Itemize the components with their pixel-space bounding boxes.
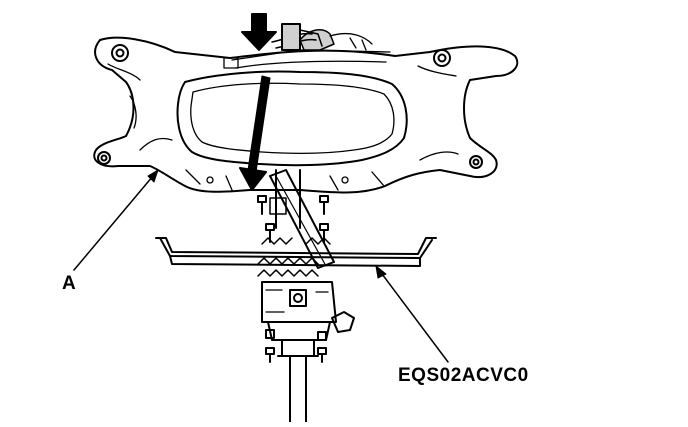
figure-code-label: EQS02ACVC0: [398, 365, 529, 386]
bolt-icon: [265, 347, 275, 363]
bolt-icon: [257, 195, 267, 215]
bolt-icon: [319, 223, 329, 243]
bolt-icon: [319, 195, 329, 215]
transmission-jack: [155, 169, 437, 423]
leader-line-code: [375, 265, 449, 363]
wiring-harness: [271, 23, 323, 51]
leader-line-a: [73, 169, 159, 271]
down-arrow-icon: [239, 13, 277, 191]
bolt-icon: [317, 347, 327, 363]
subframe: [93, 29, 519, 194]
bolt-icon: [317, 331, 327, 341]
part-label-a: A: [62, 273, 76, 294]
bolt-icon: [265, 329, 275, 339]
